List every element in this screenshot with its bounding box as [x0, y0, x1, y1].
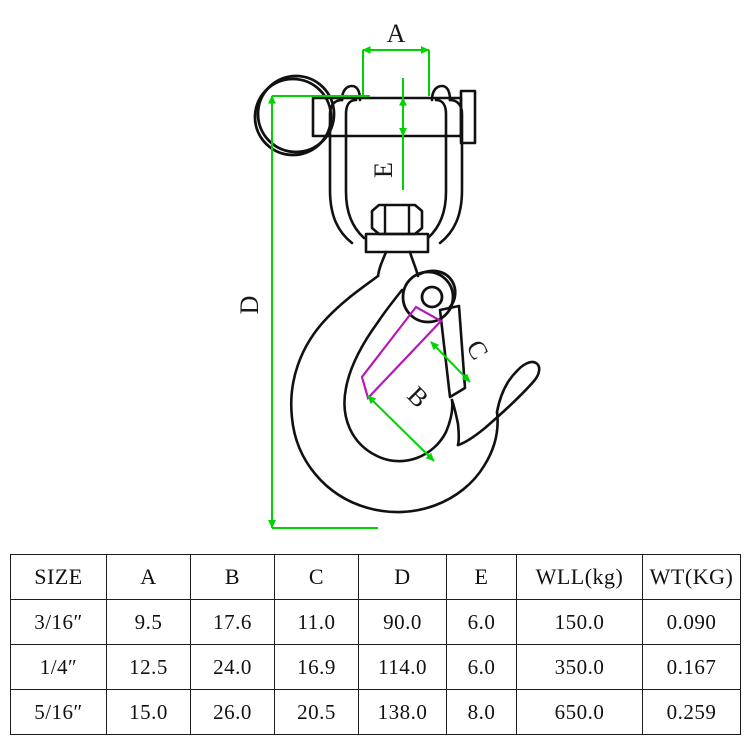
clevis-left-leg [328, 98, 354, 245]
cell-a: 12.5 [106, 644, 191, 690]
specification-table-container: SIZE A B C D E WLL(kg) WT(KG) 3/16″ 9.5 … [10, 554, 741, 735]
dimension-b: B [367, 381, 435, 462]
part-outline-group [253, 74, 541, 514]
dimension-a-label: A [387, 19, 406, 48]
table-row: 5/16″ 15.0 26.0 20.5 138.0 8.0 650.0 0.2… [10, 689, 741, 735]
cell-e: 6.0 [446, 644, 517, 690]
hook-shank-right [408, 250, 420, 278]
dimension-a: A [362, 19, 430, 96]
table-header-row: SIZE A B C D E WLL(kg) WT(KG) [10, 554, 741, 600]
technical-drawing: A E D B [235, 19, 541, 529]
cell-wll: 650.0 [516, 689, 643, 735]
clevis-left-dome [340, 84, 362, 102]
cell-d: 90.0 [358, 599, 447, 645]
cell-size: 1/4″ [10, 644, 107, 690]
cell-d: 138.0 [358, 689, 447, 735]
clevis-right-dome [430, 84, 452, 102]
cell-size: 3/16″ [10, 599, 107, 645]
split-ring-icon [253, 74, 336, 157]
cell-c: 20.5 [274, 689, 359, 735]
hook-tip-inner [450, 398, 461, 447]
clevis-right-leg [438, 98, 464, 245]
cell-e: 6.0 [446, 599, 517, 645]
cell-c: 16.9 [274, 644, 359, 690]
cell-b: 17.6 [190, 599, 275, 645]
hook-body-outer [290, 274, 499, 514]
header-wt: WT(KG) [642, 554, 741, 600]
dimension-b-label: B [402, 381, 435, 414]
cell-wll: 350.0 [516, 644, 643, 690]
cell-b: 26.0 [190, 689, 275, 735]
header-size: SIZE [10, 554, 107, 600]
cell-a: 15.0 [106, 689, 191, 735]
dimension-d-label: D [235, 296, 264, 315]
header-wll: WLL(kg) [516, 554, 643, 600]
dimension-e: E [369, 78, 407, 190]
cell-wt: 0.259 [642, 689, 741, 735]
cell-wt: 0.167 [642, 644, 741, 690]
clevis-left-leg-inner [344, 98, 366, 240]
table-row: 1/4″ 12.5 24.0 16.9 114.0 6.0 350.0 0.16… [10, 644, 741, 690]
dimension-group: A E D B [235, 19, 494, 529]
cell-b: 24.0 [190, 644, 275, 690]
hook-body-inner [343, 288, 454, 463]
safety-latch-arm [438, 304, 467, 399]
dimension-c-label: C [460, 335, 494, 365]
header-a: A [106, 554, 191, 600]
cell-c: 11.0 [274, 599, 359, 645]
cell-wll: 150.0 [516, 599, 643, 645]
cell-wt: 0.090 [642, 599, 741, 645]
hook-tip [456, 360, 541, 447]
hook-drawing-svg: A E D B [235, 19, 541, 529]
header-e: E [446, 554, 517, 600]
cell-a: 9.5 [106, 599, 191, 645]
clevis-right-leg-inner [426, 98, 448, 240]
header-d: D [358, 554, 447, 600]
cell-e: 8.0 [446, 689, 517, 735]
hex-nut [364, 203, 430, 254]
header-b: B [190, 554, 275, 600]
clevis-pin [311, 89, 477, 145]
latch-pivot [401, 269, 457, 324]
table-row: 3/16″ 9.5 17.6 11.0 90.0 6.0 150.0 0.090 [10, 599, 741, 645]
cell-d: 114.0 [358, 644, 447, 690]
header-c: C [274, 554, 359, 600]
cell-size: 5/16″ [10, 689, 107, 735]
dimension-d: D [235, 95, 378, 529]
specification-table: SIZE A B C D E WLL(kg) WT(KG) 3/16″ 9.5 … [10, 554, 741, 735]
dimension-e-label: E [369, 162, 398, 178]
hook-shank-left [376, 250, 388, 278]
